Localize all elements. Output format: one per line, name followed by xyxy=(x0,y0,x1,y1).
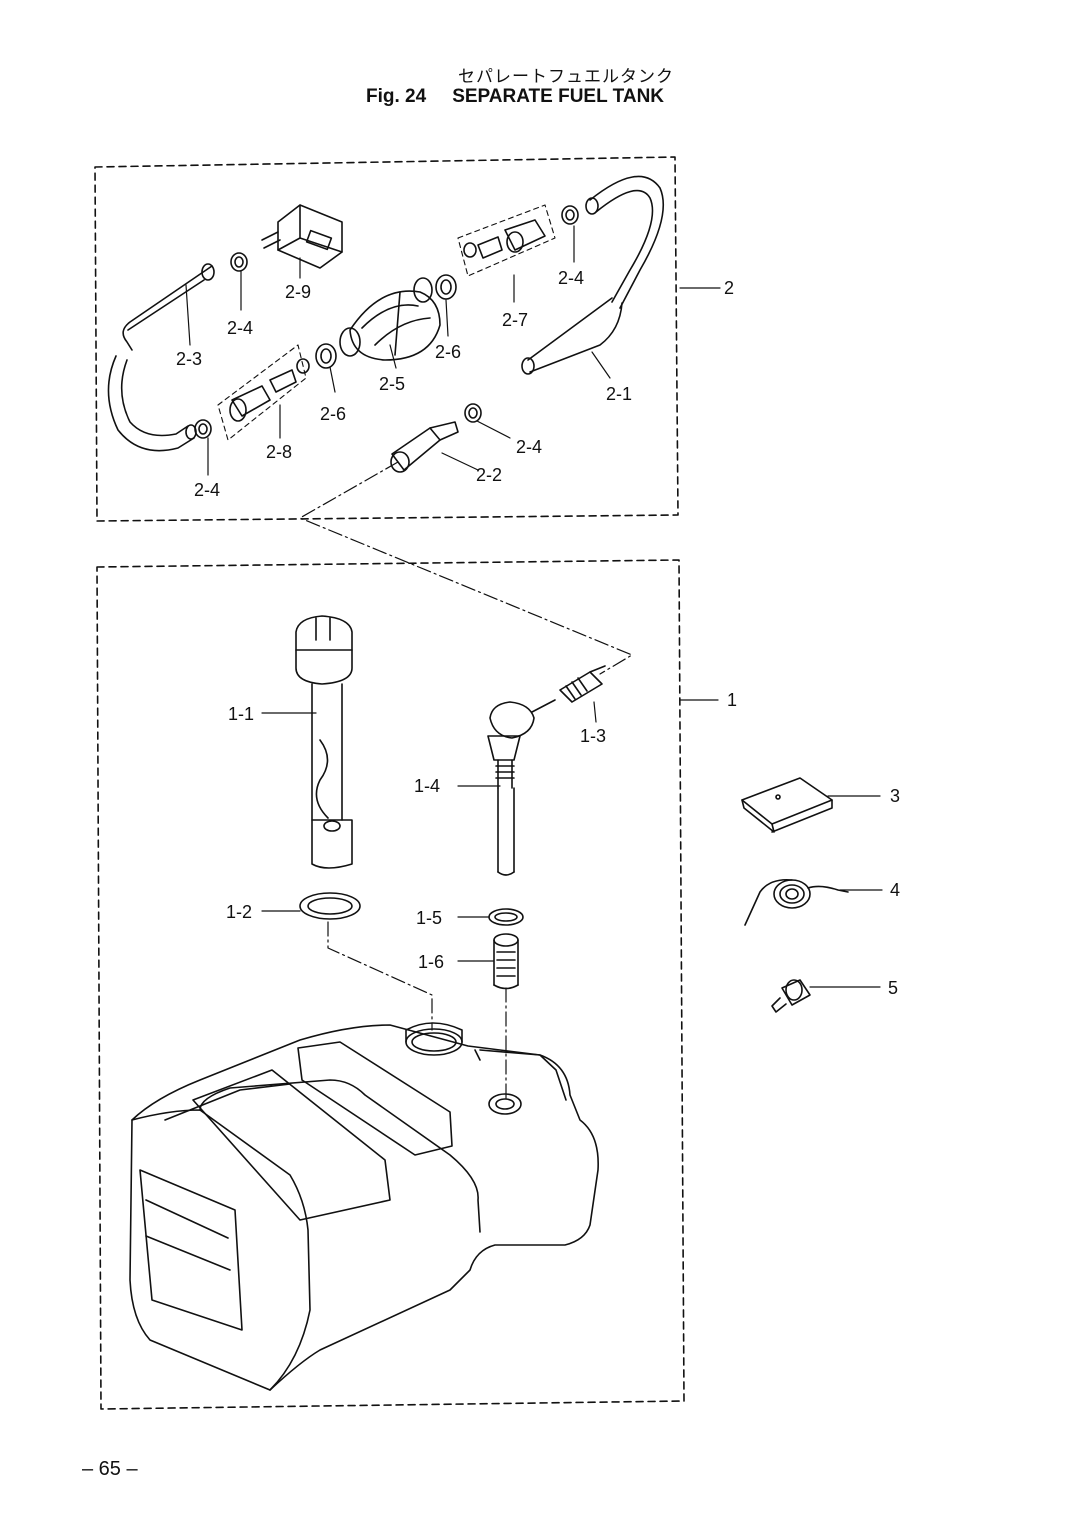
leader-lines xyxy=(185,225,883,988)
hose-2-1 xyxy=(521,175,665,375)
clamp-2-4-lower-right xyxy=(464,403,482,423)
clamp-2-4-top-left xyxy=(230,252,248,272)
primer-bulb-2-5 xyxy=(339,277,441,361)
callout-1-3: 1-3 xyxy=(580,726,606,746)
figure-number: Fig. 24 xyxy=(366,86,427,107)
callout-3: 3 xyxy=(890,786,900,806)
clamp-2-4-top-right xyxy=(561,205,579,225)
callout-labels: 2 1 3 4 5 1-1 1-2 1-3 1-4 1-5 1-6 2-9 2-… xyxy=(176,268,900,998)
pickup-tube-1-4 xyxy=(487,699,556,876)
connection-line-1-2-to-tank xyxy=(327,921,433,1031)
o-ring-1-5 xyxy=(488,908,524,926)
callout-2-4-lower-right: 2-4 xyxy=(516,437,542,457)
callout-2-4-top-left: 2-4 xyxy=(227,318,253,338)
connection-line-2-2-to-1-3 xyxy=(299,461,633,675)
connector-2-2 xyxy=(390,421,459,473)
elbow-fitting-1-3 xyxy=(559,665,606,703)
callout-1-2: 1-2 xyxy=(226,902,252,922)
callout-2-3: 2-3 xyxy=(176,349,202,369)
fuel-tank-body xyxy=(129,1022,599,1391)
nozzle-part-5 xyxy=(771,979,811,1013)
callout-1-4: 1-4 xyxy=(414,776,440,796)
callout-2-4-top-right: 2-4 xyxy=(558,268,584,288)
figure-title: Fig. 24 SEPARATE FUEL TANK xyxy=(366,86,664,108)
callout-2-6-right: 2-6 xyxy=(435,342,461,362)
clip-part-3 xyxy=(741,777,833,833)
o-ring-1-2 xyxy=(299,892,361,920)
check-valve-2-8 xyxy=(217,344,310,441)
callout-2-6-left: 2-6 xyxy=(320,404,346,424)
tank-assembly-group-box xyxy=(96,559,685,1410)
callout-2-8: 2-8 xyxy=(266,442,292,462)
hose-assembly-group-box xyxy=(94,156,679,522)
callout-2: 2 xyxy=(724,278,734,298)
callout-1: 1 xyxy=(727,690,737,710)
figure-name: SEPARATE FUEL TANK xyxy=(452,86,665,107)
callout-2-1: 2-1 xyxy=(606,384,632,404)
ring-2-6-left xyxy=(315,343,337,369)
callout-2-5: 2-5 xyxy=(379,374,405,394)
callout-1-6: 1-6 xyxy=(418,952,444,972)
connector-2-9 xyxy=(261,204,343,269)
callout-1-5: 1-5 xyxy=(416,908,442,928)
ring-2-6-right xyxy=(435,274,457,300)
callout-2-2: 2-2 xyxy=(476,465,502,485)
page-number: – 65 – xyxy=(82,1458,138,1480)
clamp-2-4-bottom-left xyxy=(194,419,212,439)
callout-2-4-bottom-left: 2-4 xyxy=(194,480,220,500)
callout-4: 4 xyxy=(890,880,900,900)
callout-2-9: 2-9 xyxy=(285,282,311,302)
check-valve-2-7 xyxy=(457,204,556,277)
callout-5: 5 xyxy=(888,978,898,998)
title-japanese: セパレートフュエルタンク xyxy=(458,67,674,86)
fuel-gauge-1-1 xyxy=(295,615,353,869)
filter-1-6 xyxy=(493,933,519,990)
callout-1-1: 1-1 xyxy=(228,704,254,724)
callout-2-7: 2-7 xyxy=(502,310,528,330)
wire-spring-part-4 xyxy=(744,878,849,926)
